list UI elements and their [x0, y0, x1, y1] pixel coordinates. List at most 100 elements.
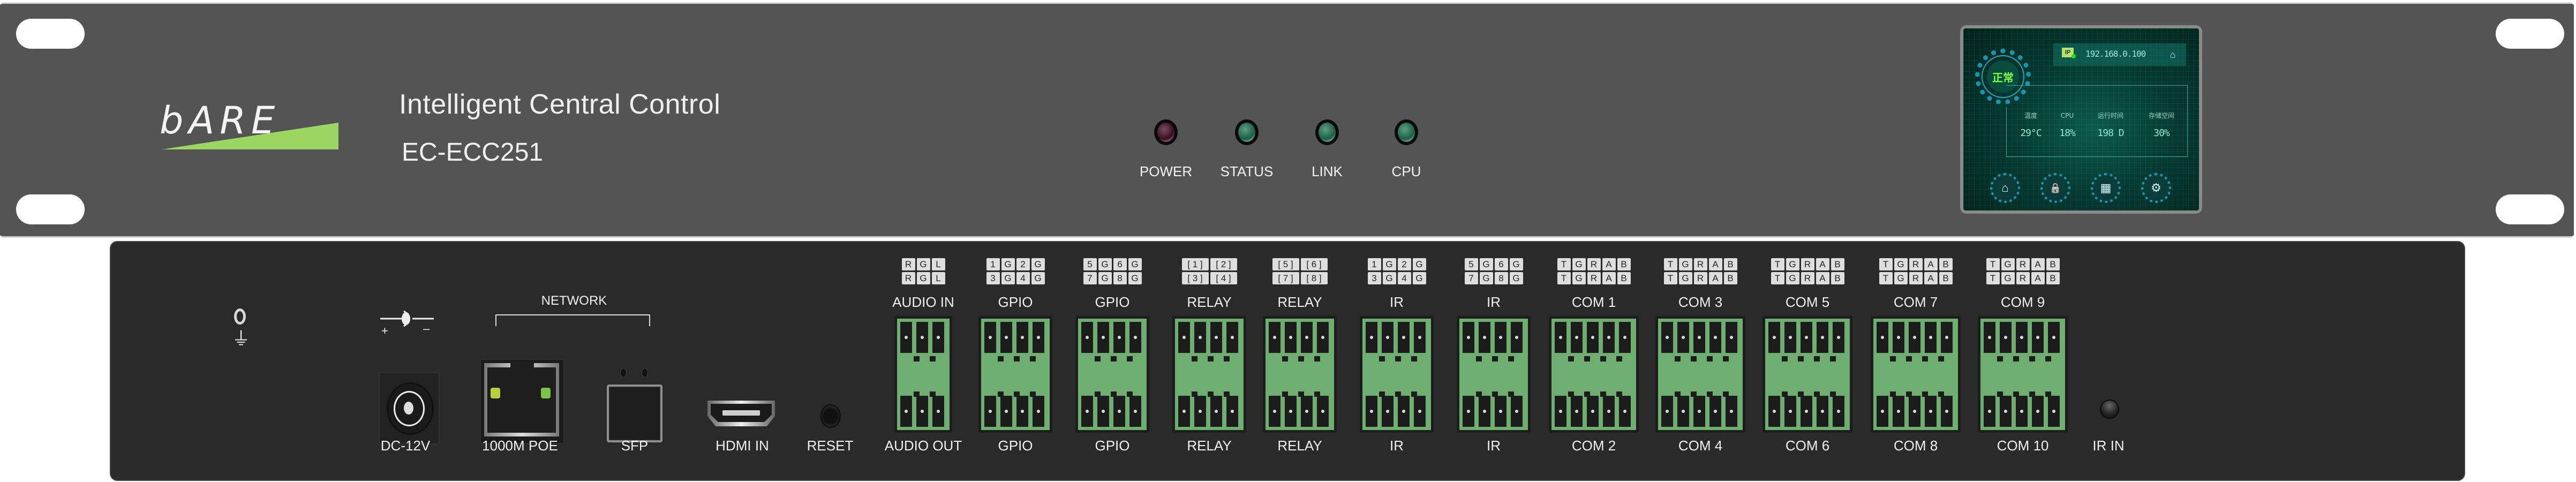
terminal-pin[interactable] — [1833, 322, 1844, 353]
com-7-terminal-block[interactable] — [1871, 316, 1961, 433]
terminal-pin[interactable] — [1194, 396, 1206, 427]
terminal-pin[interactable] — [1301, 322, 1313, 353]
terminal-pin[interactable] — [2000, 322, 2012, 353]
terminal-pin[interactable] — [1677, 396, 1689, 427]
dc-jack[interactable] — [379, 372, 440, 445]
terminal-pin[interactable] — [1178, 396, 1190, 427]
terminal-pin[interactable] — [1619, 396, 1631, 427]
terminal-pin[interactable] — [1555, 396, 1566, 427]
terminal-pin[interactable] — [1317, 322, 1329, 353]
terminal-pin[interactable] — [1909, 396, 1920, 427]
terminal-pin[interactable] — [1097, 322, 1109, 353]
terminal-pin[interactable] — [1479, 396, 1490, 427]
com-3-terminal-block[interactable] — [1655, 316, 1745, 433]
terminal-pin[interactable] — [1194, 322, 1206, 353]
terminal-pin[interactable] — [1033, 396, 1044, 427]
terminal-pin[interactable] — [1661, 396, 1673, 427]
terminal-pin[interactable] — [1661, 322, 1673, 353]
terminal-pin[interactable] — [1382, 396, 1394, 427]
terminal-pin[interactable] — [1555, 322, 1566, 353]
terminal-pin[interactable] — [1463, 322, 1474, 353]
terminal-pin[interactable] — [1113, 322, 1125, 353]
terminal-pin[interactable] — [1941, 322, 1953, 353]
terminal-pin[interactable] — [1709, 322, 1721, 353]
terminal-pin[interactable] — [1414, 396, 1426, 427]
terminal-pin[interactable] — [1511, 322, 1523, 353]
terminal-pin[interactable] — [2016, 322, 2028, 353]
terminal-pin[interactable] — [1097, 396, 1109, 427]
terminal-pin[interactable] — [1693, 396, 1705, 427]
terminal-pin[interactable] — [1016, 322, 1028, 353]
terminal-pin[interactable] — [1495, 396, 1507, 427]
reset-button[interactable] — [820, 404, 841, 428]
terminal-pin[interactable] — [1784, 396, 1796, 427]
terminal-pin[interactable] — [1285, 322, 1297, 353]
terminal-pin[interactable] — [1129, 322, 1141, 353]
gpio-terminal-block[interactable] — [1075, 316, 1149, 433]
terminal-pin[interactable] — [1693, 322, 1705, 353]
terminal-pin[interactable] — [1603, 396, 1615, 427]
terminal-pin[interactable] — [1677, 322, 1689, 353]
terminal-pin[interactable] — [1317, 396, 1329, 427]
terminal-pin[interactable] — [1382, 322, 1394, 353]
terminal-pin[interactable] — [916, 322, 928, 353]
terminal-pin[interactable] — [1984, 322, 1995, 353]
hdmi-port[interactable] — [707, 401, 775, 426]
terminal-pin[interactable] — [1495, 322, 1507, 353]
terminal-pin[interactable] — [1925, 396, 1937, 427]
terminal-pin[interactable] — [1414, 322, 1426, 353]
terminal-pin[interactable] — [1226, 396, 1238, 427]
terminal-pin[interactable] — [2048, 396, 2060, 427]
terminal-pin[interactable] — [1081, 396, 1093, 427]
terminal-pin[interactable] — [1619, 322, 1631, 353]
terminal-pin[interactable] — [916, 396, 928, 427]
terminal-pin[interactable] — [1398, 396, 1410, 427]
terminal-pin[interactable] — [1081, 322, 1093, 353]
terminal-pin[interactable] — [1768, 396, 1780, 427]
terminal-pin[interactable] — [1479, 322, 1490, 353]
terminal-pin[interactable] — [1210, 322, 1222, 353]
terminal-pin[interactable] — [1000, 396, 1012, 427]
terminal-pin[interactable] — [1709, 396, 1721, 427]
terminal-pin[interactable] — [932, 322, 944, 353]
terminal-pin[interactable] — [1269, 322, 1281, 353]
terminal-pin[interactable] — [1587, 322, 1599, 353]
terminal-pin[interactable] — [1893, 396, 1904, 427]
ethernet-port[interactable] — [480, 359, 564, 444]
terminal-pin[interactable] — [1801, 322, 1812, 353]
terminal-pin[interactable] — [1301, 396, 1313, 427]
terminal-pin[interactable] — [1925, 322, 1937, 353]
terminal-pin[interactable] — [1571, 396, 1583, 427]
terminal-pin[interactable] — [2032, 396, 2044, 427]
relay-terminal-block[interactable] — [1172, 316, 1246, 433]
terminal-pin[interactable] — [1000, 322, 1012, 353]
terminal-pin[interactable] — [1033, 322, 1044, 353]
terminal-pin[interactable] — [1941, 396, 1953, 427]
terminal-pin[interactable] — [1817, 396, 1828, 427]
ir-terminal-block[interactable] — [1457, 316, 1531, 433]
ir-terminal-block[interactable] — [1360, 316, 1434, 433]
terminal-pin[interactable] — [1571, 322, 1583, 353]
home-button[interactable]: ⌂ — [1990, 173, 2020, 203]
terminal-pin[interactable] — [984, 322, 996, 353]
terminal-pin[interactable] — [1366, 322, 1377, 353]
terminal-pin[interactable] — [1366, 396, 1377, 427]
terminal-pin[interactable] — [984, 396, 996, 427]
com-5-terminal-block[interactable] — [1762, 316, 1852, 433]
apps-button[interactable]: ▦ — [2091, 173, 2121, 203]
terminal-pin[interactable] — [1463, 396, 1474, 427]
terminal-pin[interactable] — [2016, 396, 2028, 427]
terminal-pin[interactable] — [1833, 396, 1844, 427]
terminal-pin[interactable] — [1801, 396, 1812, 427]
terminal-pin[interactable] — [932, 396, 944, 427]
terminal-pin[interactable] — [1226, 322, 1238, 353]
terminal-pin[interactable] — [900, 322, 912, 353]
lock-button[interactable]: 🔒 — [2040, 173, 2070, 203]
touch-screen[interactable]: 正常 IP 192.168.0.100 ⌂ 温度 29°C CPU 18% 运行… — [1960, 25, 2202, 214]
terminal-pin[interactable] — [1129, 396, 1141, 427]
terminal-pin[interactable] — [1909, 322, 1920, 353]
terminal-pin[interactable] — [1587, 396, 1599, 427]
terminal-pin[interactable] — [2048, 322, 2060, 353]
terminal-pin[interactable] — [1817, 322, 1828, 353]
terminal-pin[interactable] — [1784, 322, 1796, 353]
